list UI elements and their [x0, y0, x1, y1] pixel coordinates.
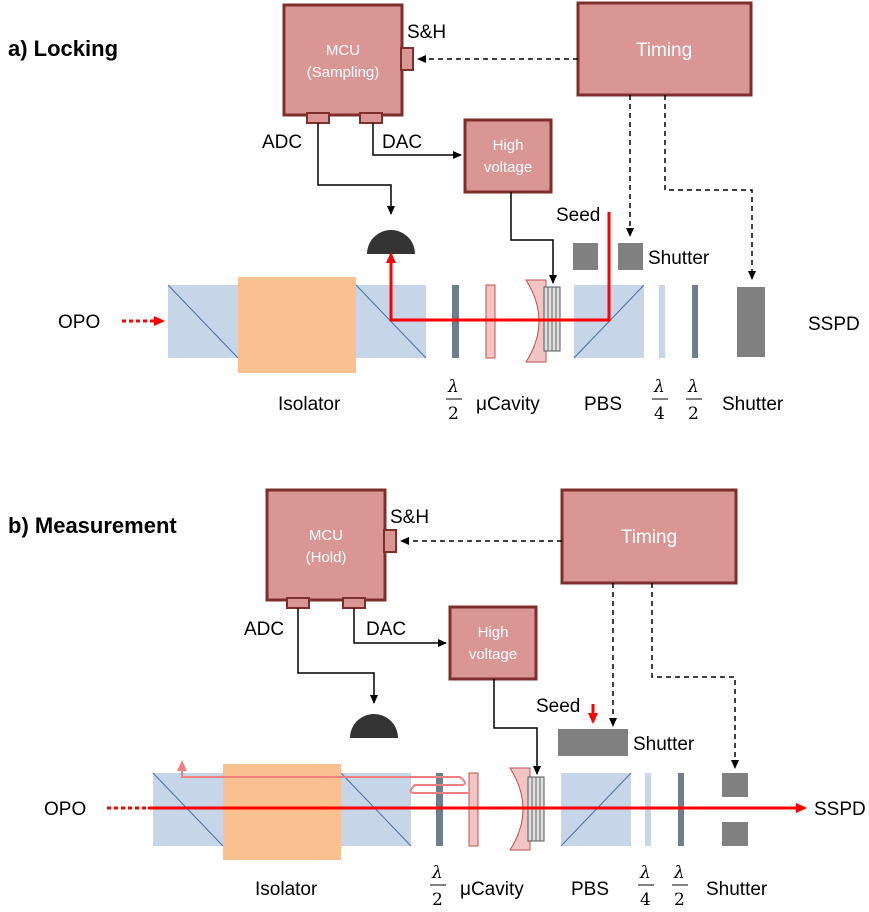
quarter-wave-lambda: λ	[653, 377, 665, 397]
sample-hold-label: S&H	[390, 507, 429, 528]
detector-shutter-top	[722, 773, 748, 797]
half-waveplate-2	[692, 285, 698, 358]
panel-title: b) Measurement	[8, 513, 177, 538]
adc-line	[297, 608, 378, 704]
dac-line	[353, 608, 447, 647]
panel-title: a) Locking	[8, 36, 118, 61]
hv-label-line2: voltage	[484, 159, 532, 176]
opo-label: OPO	[44, 799, 86, 820]
pbs-label: PBS	[571, 879, 609, 900]
cavity-mirror-curved	[509, 767, 531, 851]
dac-line	[372, 123, 462, 159]
seed-shutter-label: Shutter	[648, 248, 710, 269]
half-wave-denominator-1: 2	[432, 890, 443, 910]
quarter-wave-denominator: 4	[654, 404, 665, 424]
hv-to-piezo-line	[493, 679, 541, 775]
mcu-label: MCU	[309, 527, 343, 544]
half-wave-denominator-1: 2	[448, 404, 459, 424]
timing-to-detector-shutter-line	[651, 583, 739, 769]
panel-locking: a) Locking MCU (Sampling) S&H Timing ADC…	[8, 1, 860, 424]
seed-shutter-label: Shutter	[633, 734, 695, 755]
cavity-label: μCavity	[460, 879, 524, 900]
dac-label: DAC	[382, 132, 422, 153]
detector-shutter	[737, 287, 765, 357]
timing-label: Timing	[636, 40, 692, 61]
quarter-waveplate	[659, 285, 665, 358]
locking-beam-path	[386, 212, 611, 322]
high-voltage-box: High voltage	[448, 605, 538, 681]
timing-box: Timing	[576, 1, 753, 97]
half-wave-denominator-2: 2	[674, 890, 685, 910]
half-wave-lambda-1: λ	[447, 377, 459, 397]
sspd-label: SSPD	[814, 799, 866, 820]
detector-shutter-bottom	[722, 822, 748, 846]
photodetector-icon	[367, 230, 415, 254]
dac-label: DAC	[366, 619, 406, 640]
back-reflection-path	[177, 760, 470, 794]
isolator-label: Isolator	[278, 394, 341, 415]
adc-label: ADC	[244, 619, 284, 640]
panel-measurement: b) Measurement MCU (Hold) S&H Timing ADC…	[8, 488, 866, 910]
seed-label: Seed	[556, 205, 600, 226]
high-voltage-box: High voltage	[463, 118, 553, 194]
sspd-label: SSPD	[808, 314, 860, 335]
hv-label-line1: High	[478, 624, 509, 641]
hv-to-piezo-line	[510, 192, 557, 284]
isolator-body	[223, 764, 341, 860]
cavity-mirror-curved	[525, 279, 547, 363]
timing-to-detector-shutter-line	[664, 95, 756, 280]
mcu-mode-label: (Hold)	[306, 549, 347, 566]
half-wave-lambda-2: λ	[673, 863, 685, 883]
quarter-wave-denominator: 4	[640, 890, 651, 910]
photodetector-icon	[350, 714, 398, 738]
detector-shutter-label: Shutter	[722, 394, 784, 415]
mcu-mode-label: (Sampling)	[307, 64, 380, 81]
pbs-label: PBS	[584, 394, 622, 415]
quarter-wave-lambda: λ	[639, 863, 651, 883]
mcu-label: MCU	[326, 42, 360, 59]
cavity-label: μCavity	[476, 394, 540, 415]
mcu-box: MCU (Hold)	[265, 488, 397, 609]
sample-hold-label: S&H	[407, 22, 446, 43]
hv-label-line1: High	[493, 137, 524, 154]
timing-label: Timing	[621, 527, 677, 548]
detector-shutter-label: Shutter	[706, 879, 768, 900]
seed-shutter-right	[618, 243, 643, 270]
half-wave-lambda-1: λ	[431, 863, 443, 883]
timing-box: Timing	[560, 488, 738, 585]
opo-label: OPO	[58, 312, 100, 333]
half-wave-denominator-2: 2	[688, 404, 699, 424]
isolator-label: Isolator	[255, 879, 318, 900]
seed-label: Seed	[536, 696, 580, 717]
adc-label: ADC	[262, 132, 302, 153]
adc-line	[317, 123, 395, 215]
hv-label-line2: voltage	[469, 646, 517, 663]
seed-shutter-left	[573, 243, 598, 270]
half-wave-lambda-2: λ	[687, 377, 699, 397]
isolator-body	[238, 277, 356, 373]
mcu-box: MCU (Sampling)	[282, 3, 414, 124]
seed-shutter-closed	[558, 729, 628, 756]
